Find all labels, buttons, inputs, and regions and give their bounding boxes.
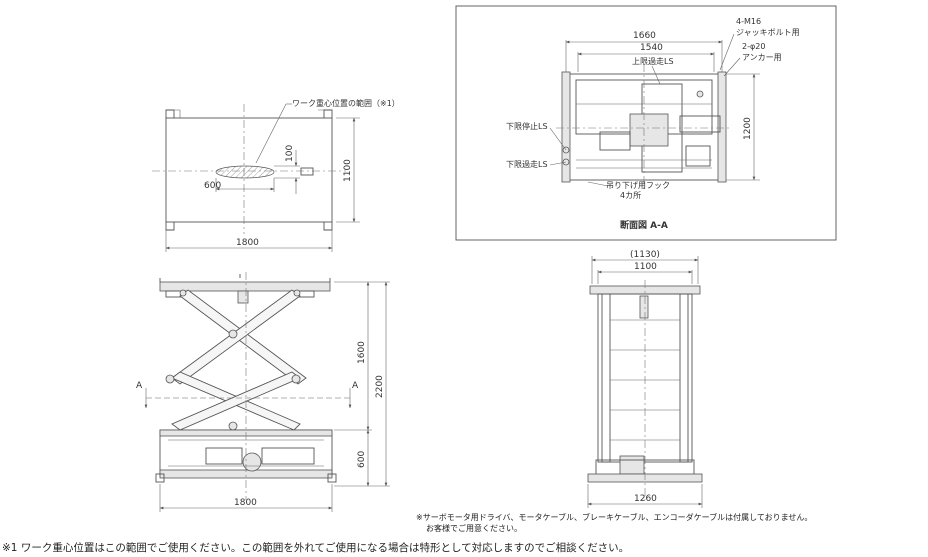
hook-label: 吊り下げ用フック [606, 181, 670, 190]
motor [242, 452, 262, 472]
side-top-width: 1100 [634, 262, 657, 272]
top-view: ワーク重心位置の範囲（※1） 600 100 1100 1800 [152, 98, 400, 252]
top-lug [300, 167, 314, 176]
section-frame [455, 5, 837, 241]
upper-over-ls-label: 上限過走LS [632, 56, 674, 66]
section-title: 断面図 A-A [620, 219, 668, 231]
top-overall-depth: 1100 [343, 159, 353, 182]
section-view: 1660 1540 1200 4-M16 ジャッキボルト用 2-φ20 アンカー… [455, 5, 837, 241]
top-corner-brackets [165, 109, 333, 231]
pivot-pin [228, 329, 238, 339]
side-top-width-ref: (1130) [630, 250, 660, 260]
accessory-note: ※サーボモータ用ドライバ、モータケーブル、ブレーキケーブル、エンコーダケーブルは… [416, 513, 813, 522]
front-overall-width: 1800 [234, 498, 257, 508]
footnote: ※1 ワーク重心位置はこの範囲でご使用ください。この範囲を外れてご使用になる場合… [2, 542, 630, 554]
front-stroke: 1600 [357, 341, 367, 364]
hook-count: 4カ所 [620, 190, 641, 200]
cg-zone-label: ワーク重心位置の範囲（※1） [292, 98, 400, 108]
section-depth: 1200 [743, 117, 753, 140]
front-min-height: 600 [357, 451, 367, 468]
section-mark-right: A [352, 381, 359, 391]
front-top-table [159, 281, 331, 292]
front-view: A A 1600 2200 600 1800 [136, 272, 390, 512]
side-view: (1130) 1100 1260 [587, 250, 703, 508]
section-inner-width: 1540 [640, 43, 663, 53]
accessory-note-2: お客様でご用意ください。 [426, 524, 522, 533]
front-max-height: 2200 [375, 375, 385, 398]
cg-zone-depth: 100 [285, 145, 295, 162]
top-overall-width: 1800 [236, 238, 259, 248]
anchor-label: 2-φ20 [742, 42, 765, 51]
section-mark-left: A [136, 381, 143, 391]
section-outer-width: 1660 [633, 31, 656, 41]
jack-bolt-label: 4-M16 [736, 17, 761, 26]
anchor-label-2: アンカー用 [742, 53, 782, 62]
side-motor [619, 455, 645, 475]
jack-bolt-label-2: ジャッキボルト用 [736, 28, 800, 37]
lower-stop-ls-label: 下限停止LS [506, 121, 548, 131]
side-base-width: 1260 [634, 494, 657, 504]
top-plate-outline [165, 117, 333, 223]
cg-zone-ellipse [215, 165, 275, 179]
lower-over-ls-label: 下限過走LS [506, 159, 548, 169]
cg-zone-width: 600 [204, 181, 221, 191]
scissor-arm-lower-2 [171, 371, 301, 431]
